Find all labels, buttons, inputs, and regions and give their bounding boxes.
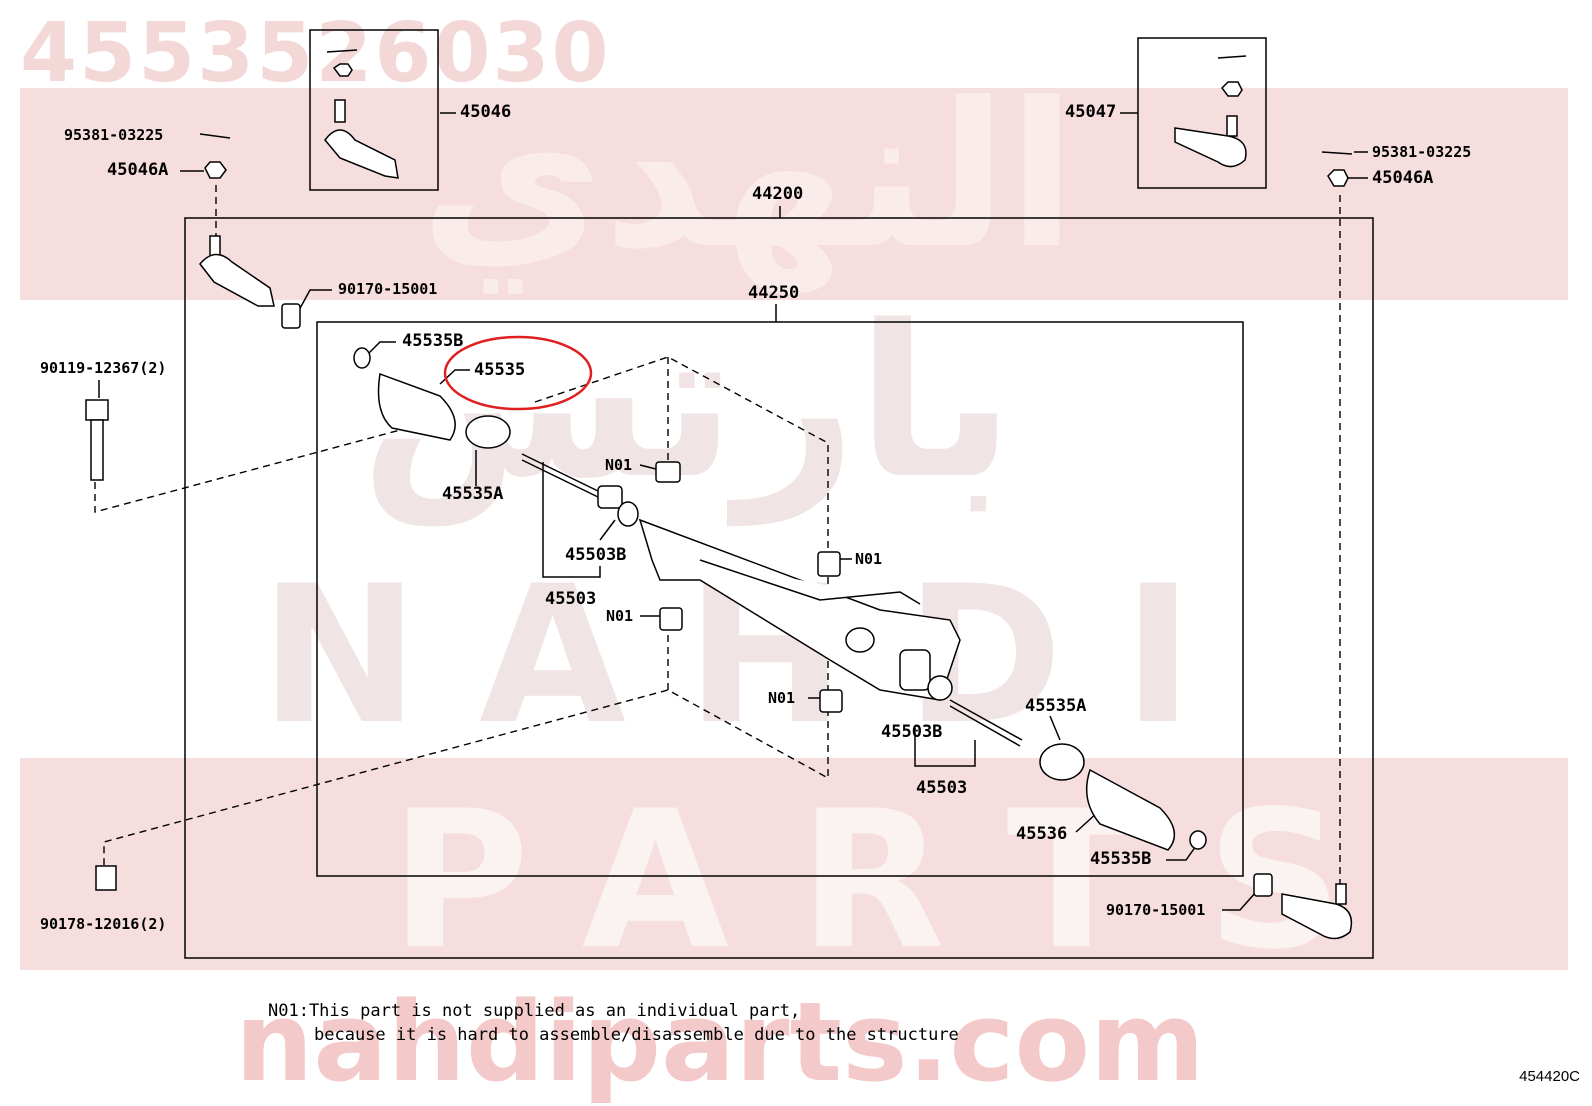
label-45046: 45046 (460, 102, 512, 122)
label-45503b-left: 45503B (565, 545, 627, 565)
note-line-1: N01:This part is not supplied as an indi… (268, 1001, 801, 1021)
label-95381-right: 95381-03225 (1372, 143, 1472, 161)
box-45046 (309, 29, 439, 191)
label-45503-left: 45503 (545, 589, 597, 609)
label-45535b-right: 45535B (1090, 849, 1152, 869)
watermark-part-number: 4553526030 (20, 6, 611, 101)
label-45535b-left: 45535B (402, 331, 464, 351)
label-n01-2: N01 (855, 550, 883, 568)
label-45535a-left: 45535A (442, 484, 504, 504)
label-95381-left: 95381-03225 (64, 126, 164, 144)
label-45535a-right: 45535A (1025, 696, 1087, 716)
label-45503-right: 45503 (916, 778, 968, 798)
watermark-band-bottom (20, 758, 1568, 970)
note-line-2: because it is hard to assemble/disassemb… (314, 1025, 959, 1045)
label-n01-1: N01 (605, 456, 633, 474)
box-44250 (316, 321, 1244, 877)
watermark-website: nahdiparts.com (235, 978, 1205, 1106)
watermark-tagline: PARTS (390, 770, 1414, 991)
label-90170-right: 90170-15001 (1106, 901, 1206, 919)
label-45503b-right: 45503B (881, 722, 943, 742)
label-44200: 44200 (752, 184, 804, 204)
label-45046a-left: 45046A (107, 160, 169, 180)
watermark-arabic-brand: النهدي (420, 60, 1077, 293)
box-45047 (1137, 37, 1267, 189)
highlight-ring (443, 335, 593, 411)
watermark-band-top (20, 88, 1568, 300)
label-90119: 90119-12367(2) (40, 359, 167, 377)
label-45535: 45535 (474, 360, 526, 380)
watermark-arabic-parts: بارتس (360, 280, 1015, 525)
illustration-ref: 454420C (1519, 1068, 1580, 1085)
label-45536: 45536 (1016, 824, 1068, 844)
label-90178: 90178-12016(2) (40, 915, 167, 933)
label-n01-3: N01 (606, 607, 634, 625)
label-45046a-right: 45046A (1372, 168, 1434, 188)
box-44200 (184, 217, 1374, 959)
label-44250: 44250 (748, 283, 800, 303)
label-45047: 45047 (1065, 102, 1117, 122)
label-90170-left: 90170-15001 (338, 280, 438, 298)
label-n01-4: N01 (768, 689, 796, 707)
